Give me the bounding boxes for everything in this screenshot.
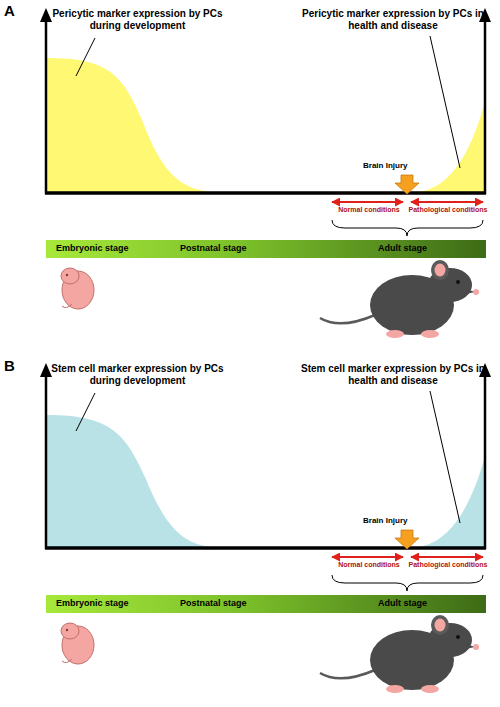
- stage-band: Embryonic stage Postnatal stage Adult stag…: [46, 240, 486, 258]
- expression-curve: [47, 58, 215, 193]
- curve-label: Pericytic marker expression by PCs durin…: [50, 8, 225, 31]
- stage-label: Adult stage: [378, 243, 427, 253]
- stage-label: Embryonic stage: [56, 243, 129, 253]
- curve-label: Stem cell marker expression by PCs in he…: [298, 363, 488, 386]
- panel-layout: [40, 363, 491, 693]
- condition-label: Pathological conditions: [408, 561, 488, 569]
- stage-label: Postnatal stage: [180, 243, 247, 253]
- panel-letter: A: [4, 2, 24, 19]
- event-label: Brain Injury: [363, 516, 443, 525]
- stage-band: Embryonic stage Postnatal stage Adult stag…: [46, 595, 486, 613]
- condition-label: Normal conditions: [330, 561, 408, 569]
- stage-label: Postnatal stage: [180, 598, 247, 608]
- expression-curve: [410, 105, 484, 193]
- expression-curve: [410, 460, 484, 548]
- expression-curve: [47, 415, 215, 548]
- curve-label: Stem cell marker expression by PCs durin…: [50, 363, 225, 386]
- panel-layout: [40, 8, 491, 338]
- condition-label: Normal conditions: [330, 206, 408, 214]
- curve-label: Pericytic marker expression by PCs in he…: [298, 8, 488, 31]
- stage-label: Embryonic stage: [56, 598, 129, 608]
- condition-label: Pathological conditions: [408, 206, 488, 214]
- event-label: Brain Injury: [363, 161, 443, 170]
- stage-label: Adult stage: [378, 598, 427, 608]
- panel-letter: B: [4, 357, 24, 374]
